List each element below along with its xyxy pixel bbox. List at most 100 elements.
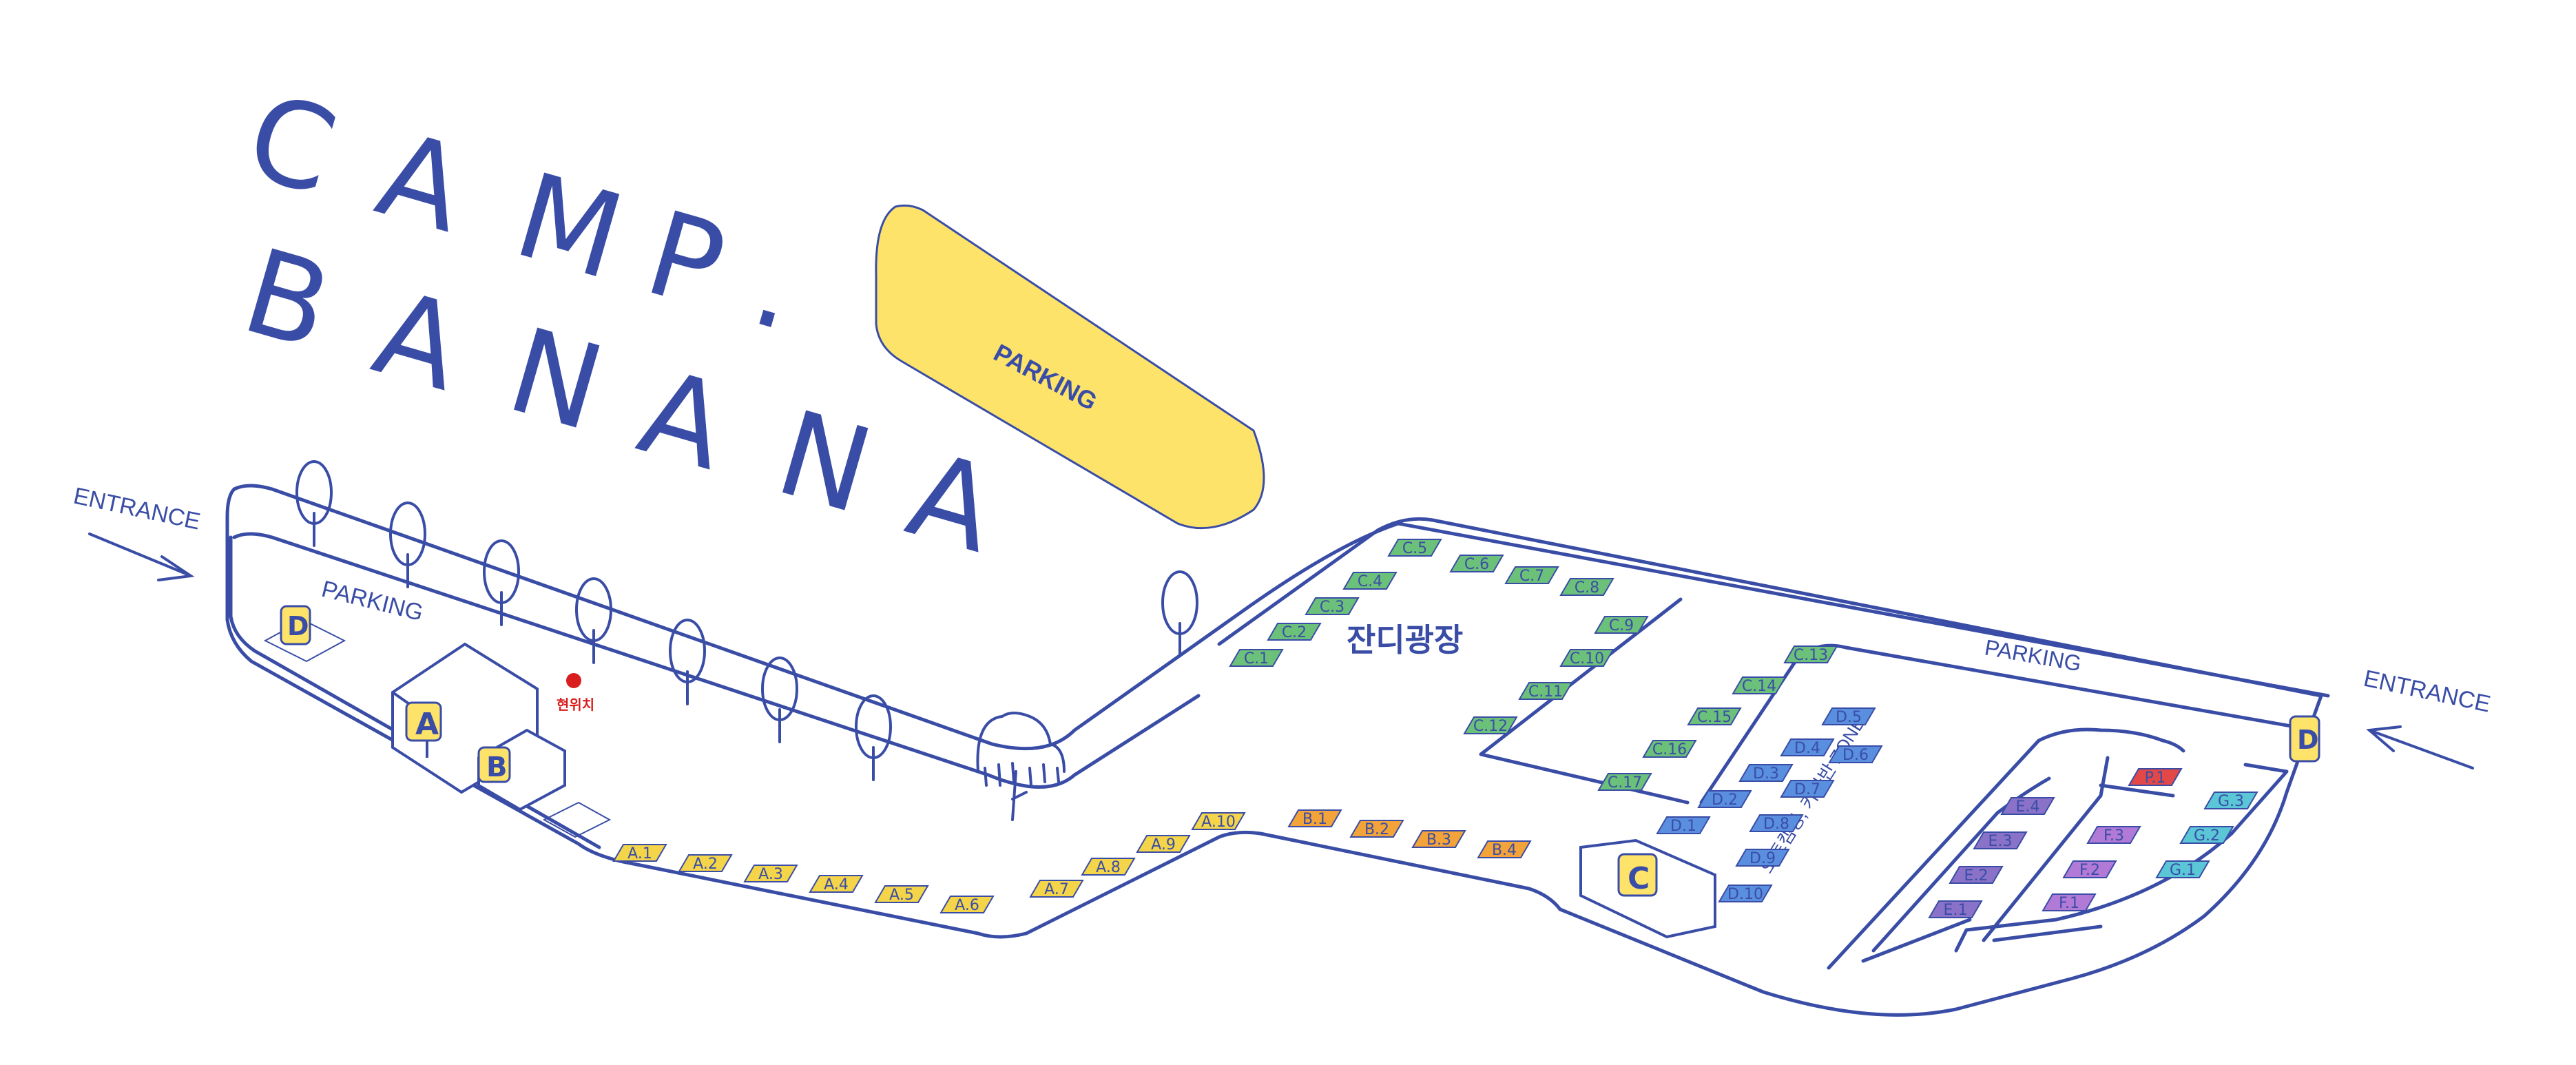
site-e-2[interactable]: E.2 (1949, 866, 2004, 885)
site-c-14[interactable]: C.14 (1732, 676, 1787, 695)
site-label: D.6 (1842, 747, 1869, 764)
site-pad (1687, 707, 1742, 725)
site-a-4[interactable]: A.4 (809, 875, 864, 893)
site-d-1[interactable]: D.1 (1656, 816, 1711, 835)
site-c-5[interactable]: C.5 (1387, 539, 1442, 557)
building-d-right: D (2289, 715, 2320, 763)
site-label: A.9 (1151, 836, 1176, 854)
site-a-1[interactable]: A.1 (612, 844, 667, 862)
site-label: E.1 (1944, 902, 1968, 919)
site-pad (1559, 649, 1614, 667)
site-label: C.4 (1358, 573, 1382, 590)
site-pad (1229, 649, 1284, 667)
site-pad (1749, 814, 1804, 832)
site-a-3[interactable]: A.3 (743, 865, 798, 883)
site-f-3[interactable]: F.3 (2086, 826, 2141, 845)
site-label: C.17 (1608, 774, 1642, 792)
site-c-12[interactable]: C.12 (1463, 716, 1518, 735)
site-c-8[interactable]: C.8 (1559, 578, 1614, 597)
title-letter-a4: A (895, 426, 1009, 579)
site-g-2[interactable]: G.2 (2179, 826, 2234, 845)
site-g-3[interactable]: G.3 (2203, 792, 2258, 810)
site-pad (939, 896, 995, 913)
site-f-1[interactable]: F.1 (2042, 893, 2097, 912)
site-c-7[interactable]: C.7 (1504, 566, 1559, 585)
site-g-1[interactable]: G.1 (2155, 860, 2210, 879)
site-label: C.2 (1282, 624, 1307, 641)
site-c-11[interactable]: C.11 (1518, 682, 1573, 701)
camp-sites: A.1A.2A.3A.4A.5A.6 A.7 A.8 A.9 A.10 B.1B.2B.3… (612, 539, 2258, 919)
site-pad (1783, 645, 1838, 663)
site-a-8[interactable]: A.8 (1081, 858, 1136, 876)
site-b-4[interactable]: B.4 (1477, 840, 1532, 859)
site-pad (1642, 740, 1697, 758)
tree-icon (295, 460, 333, 547)
site-a-5[interactable]: A.5 (874, 885, 929, 904)
site-c-10[interactable]: C.10 (1559, 649, 1614, 668)
site-c-17[interactable]: C.17 (1597, 773, 1652, 792)
site-d-5[interactable]: D.5 (1821, 707, 1876, 726)
site-d-2[interactable]: D.2 (1697, 790, 1752, 809)
site-d-9[interactable]: D.9 (1735, 849, 1790, 867)
site-label: G.3 (2218, 793, 2244, 810)
site-c-15[interactable]: C.15 (1687, 707, 1742, 726)
site-label: E.3 (1988, 833, 2013, 850)
site-f-2[interactable]: F.2 (2062, 860, 2117, 879)
site-pad (1267, 623, 1322, 641)
entrance-left-label: ENTRANCE (71, 483, 202, 535)
site-pad (1411, 830, 1466, 848)
site-label: C.10 (1570, 650, 1604, 668)
site-pad (1449, 555, 1504, 572)
title-letter-n2: N (764, 385, 886, 540)
site-c-13[interactable]: C.13 (1783, 645, 1838, 664)
site-c-6[interactable]: C.6 (1449, 555, 1504, 573)
trees (295, 460, 1198, 821)
site-label: D.4 (1794, 740, 1820, 757)
tree-icon (855, 694, 892, 781)
site-label: C.14 (1742, 678, 1776, 695)
site-d-4[interactable]: D.4 (1780, 738, 1835, 757)
site-d-3[interactable]: D.3 (1738, 764, 1794, 783)
site-pad (2086, 826, 2141, 844)
site-pad (1697, 790, 1752, 808)
site-a-2[interactable]: A.2 (678, 854, 733, 873)
entrance-left: ENTRANCE (71, 483, 202, 581)
title-letter-p: P (633, 185, 738, 336)
entrance-left-arrow-icon (88, 532, 191, 577)
site-label: B.1 (1302, 811, 1327, 828)
site-c-2[interactable]: C.2 (1267, 623, 1322, 641)
current-location: 현위치 (557, 673, 594, 713)
site-pad (1656, 816, 1711, 834)
site-a-9[interactable]: A.9 (1136, 835, 1191, 854)
site-d-8[interactable]: D.8 (1749, 814, 1804, 833)
site-label: F.2 (2079, 862, 2100, 879)
site-d-6[interactable]: D.6 (1828, 745, 1883, 764)
site-c-4[interactable]: C.4 (1342, 572, 1398, 590)
site-d-7[interactable]: D.7 (1780, 780, 1835, 798)
site-c-9[interactable]: C.9 (1594, 616, 1649, 634)
site-e-4[interactable]: E.4 (2000, 797, 2055, 816)
site-pad (1191, 812, 1246, 830)
site-b-2[interactable]: B.2 (1349, 820, 1404, 838)
site-b-3[interactable]: B.3 (1411, 830, 1466, 849)
site-label: F.3 (2104, 827, 2124, 845)
site-a-6[interactable]: A.6 (939, 896, 995, 914)
title-letter-n: N (495, 302, 617, 457)
site-e-1[interactable]: E.1 (1928, 900, 1983, 919)
site-c-1[interactable]: C.1 (1229, 649, 1284, 668)
site-label: C.9 (1609, 617, 1634, 634)
site-d-10[interactable]: D.10 (1718, 885, 1773, 903)
site-label: D.10 (1727, 886, 1763, 903)
site-c-3[interactable]: C.3 (1305, 597, 1360, 616)
site-a-10[interactable]: A.10 (1191, 812, 1246, 831)
site-p-1[interactable]: P.1 (2128, 768, 2183, 787)
site-pad (678, 854, 733, 872)
building-c: C (1579, 838, 1716, 939)
site-pad (1738, 764, 1794, 782)
site-a-7[interactable]: A.7 (1029, 880, 1084, 898)
site-b-1[interactable]: B.1 (1287, 809, 1342, 828)
site-c-16[interactable]: C.16 (1642, 740, 1697, 758)
site-pad (2179, 826, 2234, 844)
site-e-3[interactable]: E.3 (1973, 831, 2028, 850)
site-label: C.16 (1652, 741, 1687, 758)
